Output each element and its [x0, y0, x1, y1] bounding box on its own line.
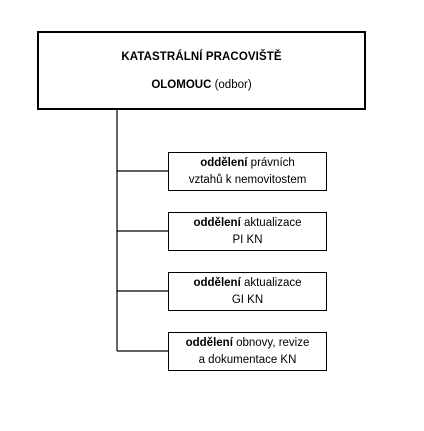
department-2-bold: oddělení: [193, 216, 241, 229]
department-4-line2: a dokumentace KN: [198, 353, 297, 366]
department-2-line2: PI KN: [232, 233, 263, 246]
root-unit-name-bold: OLOMOUC: [151, 78, 212, 91]
department-1-bold: oddělení: [200, 156, 248, 169]
department-3-line1: oddělení aktualizace: [193, 275, 301, 292]
department-3-line2: GI KN: [231, 293, 264, 306]
root-unit-box: KATASTRÁLNÍ PRACOVIŠTĚ OLOMOUC (odbor): [37, 31, 366, 110]
department-box-3: oddělení aktualizace GI KN: [168, 272, 327, 311]
department-box-1: oddělení právních vztahů k nemovitostem: [168, 152, 327, 191]
root-unit-name-rest: (odbor): [211, 78, 252, 91]
department-2-rest: aktualizace: [240, 216, 302, 229]
department-3-rest: aktualizace: [240, 276, 302, 289]
department-1-line1: oddělení právních: [200, 155, 295, 172]
department-2-line1: oddělení aktualizace: [193, 215, 301, 232]
root-unit-title: KATASTRÁLNÍ PRACOVIŠTĚ: [121, 50, 282, 63]
department-1-rest: právních: [247, 156, 295, 169]
department-box-4: oddělení obnovy, revize a dokumentace KN: [168, 332, 327, 371]
department-4-line1: oddělení obnovy, revize: [186, 335, 310, 352]
department-1-line2: vztahů k nemovitostem: [188, 173, 307, 186]
department-4-bold: oddělení: [185, 336, 233, 349]
department-4-rest: obnovy, revize: [232, 336, 310, 349]
department-3-bold: oddělení: [193, 276, 241, 289]
department-box-2: oddělení aktualizace PI KN: [168, 212, 327, 251]
root-unit-name: OLOMOUC (odbor): [151, 77, 251, 93]
